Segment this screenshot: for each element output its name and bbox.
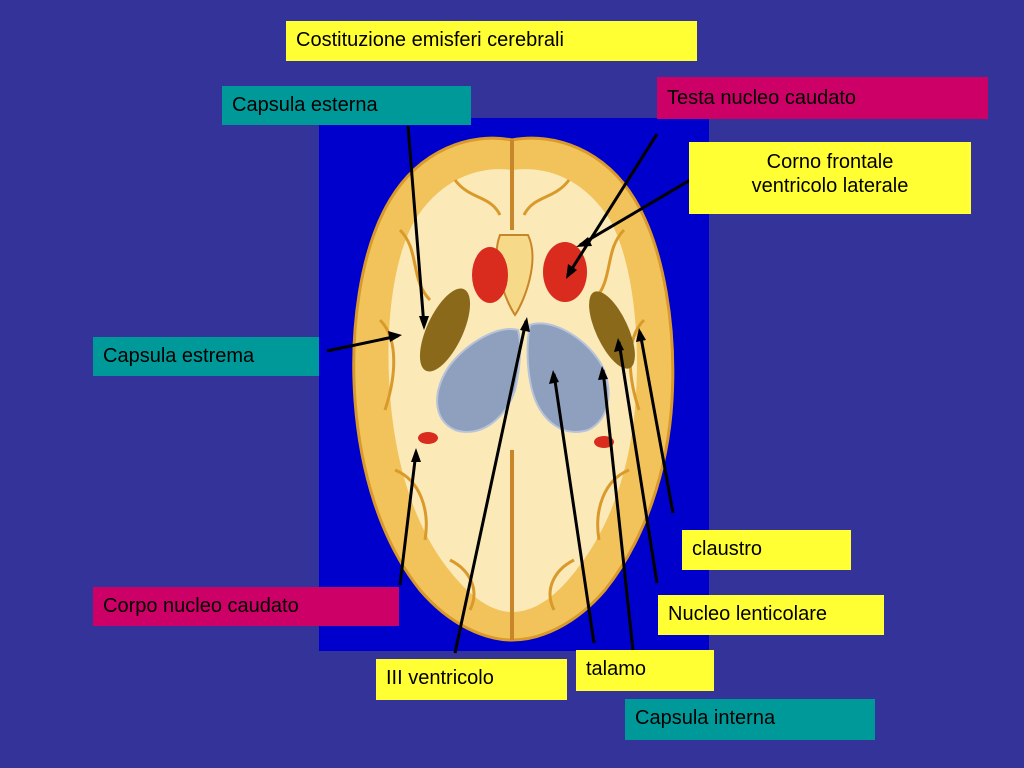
- label-corno-frontale-line1: Corno frontale: [766, 151, 894, 173]
- arrowhead-capsula-esterna: [419, 316, 429, 330]
- pointer-lines: [326, 125, 698, 661]
- label-capsula-interna: Capsula interna: [625, 699, 875, 740]
- diagram-title: Costituzione emisferi cerebrali: [286, 21, 697, 61]
- pointer-capsula-interna: [601, 369, 636, 661]
- label-capsula-estrema: Capsula estrema: [93, 337, 319, 376]
- label-capsula-esterna: Capsula esterna: [222, 86, 471, 125]
- arrowhead-testa-nucleo-caudato: [566, 264, 577, 279]
- label-corno-frontale-line2: ventricolo laterale: [751, 175, 909, 197]
- pointer-corpo-nucleo-caudato: [398, 451, 418, 586]
- arrowhead-claustro: [636, 328, 646, 342]
- arrowhead-capsula-interna: [598, 366, 608, 380]
- arrowheads: [388, 237, 646, 462]
- arrowhead-nucleo-lenticolare: [614, 338, 624, 352]
- label-iii-ventricolo: III ventricolo: [376, 659, 567, 700]
- pointer-testa-nucleo-caudato: [566, 133, 659, 276]
- pointer-capsula-esterna: [406, 125, 426, 327]
- brain-section-image: [352, 136, 675, 642]
- label-nucleo-lenticolare: Nucleo lenticolare: [658, 595, 884, 635]
- label-corno-frontale: Corno frontale ventricolo laterale: [689, 142, 971, 214]
- pointer-iii-ventricolo: [453, 320, 528, 654]
- label-testa-nucleo-caudato: Testa nucleo caudato: [657, 77, 988, 119]
- pointer-talamo: [552, 373, 596, 644]
- gyri-left: [378, 179, 502, 611]
- arrowhead-iii-ventricolo: [520, 317, 530, 332]
- pointer-nucleo-lenticolare: [617, 341, 659, 584]
- thalamus-right: [526, 322, 610, 433]
- pointer-capsula-estrema: [326, 334, 399, 353]
- arrowhead-talamo: [549, 370, 559, 384]
- caudate-head-right: [543, 242, 587, 302]
- label-talamo: talamo: [576, 650, 714, 691]
- arrowhead-corno-frontale: [576, 237, 592, 247]
- arrowhead-corpo-nucleo-caudato: [411, 448, 421, 462]
- pointer-corno-frontale: [579, 174, 698, 247]
- label-corpo-nucleo-caudato: Corpo nucleo caudato: [93, 587, 399, 626]
- arrowhead-capsula-estrema: [388, 331, 402, 342]
- label-claustro: claustro: [682, 530, 851, 570]
- thalamus-left: [436, 328, 522, 433]
- caudate-body-left: [418, 432, 438, 444]
- lenticular-left: [419, 288, 471, 372]
- pointer-claustro: [638, 331, 675, 514]
- caudate-head-left: [472, 247, 508, 303]
